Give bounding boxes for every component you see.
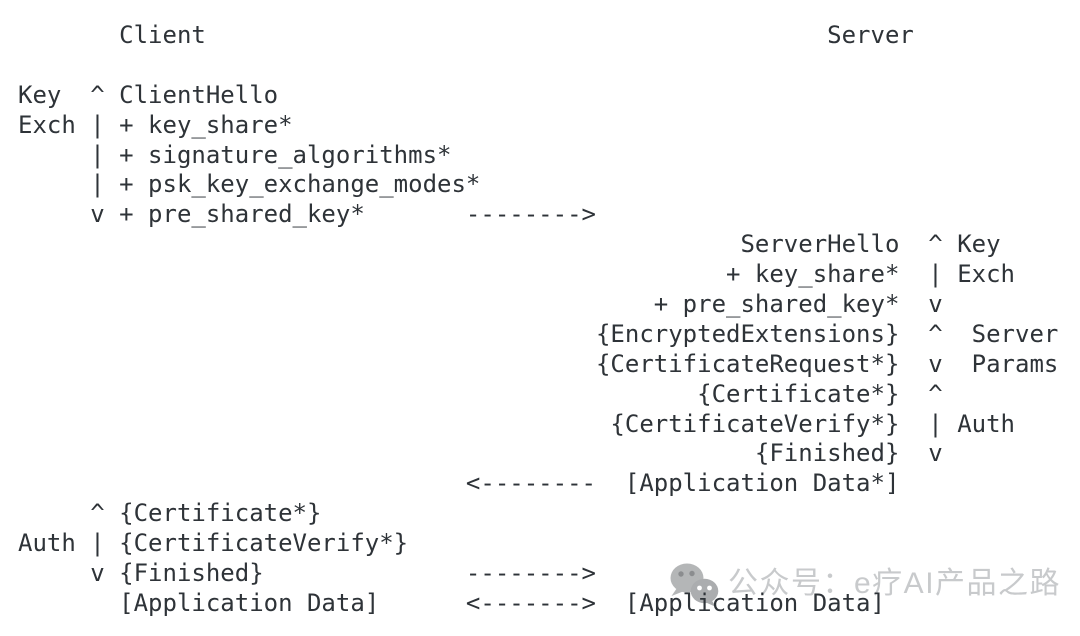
line-pre-shared-key-arrow: v + pre_shared_key* -------->	[18, 200, 596, 229]
spacer-line	[18, 51, 1058, 81]
line-client-certificate-verify: Auth | {CertificateVerify*}	[18, 529, 409, 558]
line-psk-key-exchange-modes: | + psk_key_exchange_modes*	[18, 170, 481, 199]
line-server-certificate: {Certificate*} ^	[18, 379, 943, 408]
tls-handshake-ascii-diagram: Client Server Key ^ ClientHello Exch | +…	[18, 21, 1058, 619]
line-server-key-share: + key_share* | Exch	[18, 260, 1015, 289]
line-server-finished: {Finished} v	[18, 439, 943, 468]
line-client-finished-arrow: v {Finished} -------->	[18, 559, 596, 588]
line-server-certificate-verify: {CertificateVerify*} | Auth	[18, 409, 1015, 438]
watermark-text: 公众号：e疗AI产品之路	[728, 567, 1062, 600]
line-server-pre-shared-key: + pre_shared_key* v	[18, 290, 943, 319]
line-key-share: Exch | + key_share*	[18, 110, 293, 139]
line-app-data-exchange: [Application Data] <-------> [Applicatio…	[18, 588, 885, 617]
participants-header: Client Server	[18, 21, 914, 49]
watermark: 公众号：e疗AI产品之路	[666, 560, 1061, 608]
line-serverhello: ServerHello ^ Key	[18, 230, 1001, 259]
line-certificate-request: {CertificateRequest*} v Params	[18, 349, 1059, 378]
wechat-icon	[670, 563, 719, 607]
line-server-app-data-arrow: <-------- [Application Data*]	[18, 469, 900, 498]
line-encrypted-extensions: {EncryptedExtensions} ^ Server	[18, 319, 1059, 348]
line-client-certificate: ^ {Certificate*}	[18, 499, 322, 528]
line-clienthello: Key ^ ClientHello	[18, 80, 279, 109]
line-signature-algorithms: | + signature_algorithms*	[18, 140, 452, 169]
